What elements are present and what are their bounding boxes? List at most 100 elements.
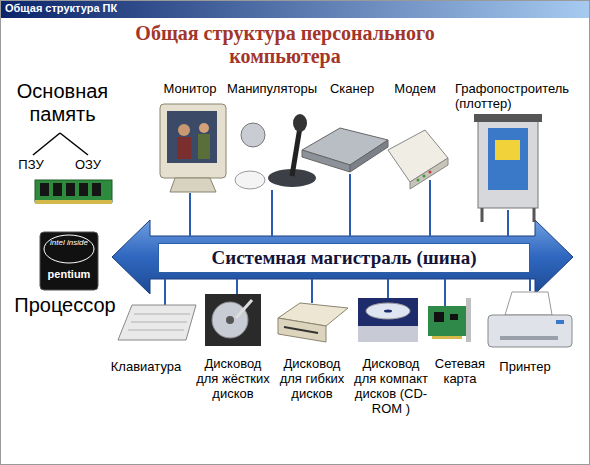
hard-disk-icon-part bbox=[226, 316, 234, 324]
hard-disk-icon-part bbox=[212, 302, 248, 338]
cd-drive-icon-part bbox=[358, 298, 418, 342]
modem-icon-part bbox=[388, 130, 448, 182]
ram-module-part bbox=[66, 183, 75, 196]
bus-connection-lines-part bbox=[311, 279, 313, 303]
network-card-icon-part bbox=[450, 314, 458, 320]
memory-tree-lines-part bbox=[60, 133, 88, 155]
plotter-icon-part bbox=[478, 120, 538, 208]
bus-connection-lines-part bbox=[387, 279, 389, 298]
bus-connection-lines bbox=[165, 174, 530, 306]
floppy-drive-icon-part bbox=[284, 327, 318, 333]
printer-icon-part bbox=[488, 315, 572, 347]
floppy-drive-icon bbox=[278, 303, 348, 342]
processor-chip-part bbox=[44, 235, 94, 263]
ram-module-part bbox=[92, 183, 101, 196]
monitor-icon-part bbox=[199, 123, 209, 133]
cd-drive-icon-part bbox=[358, 326, 418, 342]
network-card-icon-part bbox=[432, 336, 462, 339]
bus-connection-lines-part bbox=[271, 190, 273, 236]
monitor-icon-part bbox=[170, 178, 216, 192]
network-card-icon-part bbox=[466, 298, 471, 342]
bus-connection-lines-part bbox=[164, 279, 166, 305]
ram-module-part bbox=[35, 180, 112, 202]
device-label: Сетевая карта bbox=[433, 357, 487, 387]
cd-drive-icon-part bbox=[366, 303, 410, 319]
ram-module-part bbox=[79, 183, 88, 196]
bus-label: Системная магистраль (шина) bbox=[212, 247, 477, 269]
cd-drive-icon bbox=[358, 298, 418, 342]
manipulators-icon-part bbox=[293, 114, 307, 132]
keyboard-icon-part bbox=[118, 305, 196, 340]
monitor-icon-part bbox=[177, 137, 191, 159]
monitor-icon-part bbox=[160, 104, 226, 178]
chip-logo: pentium bbox=[40, 268, 98, 281]
scanner-icon-part bbox=[350, 140, 388, 172]
title-bar bbox=[0, 0, 590, 18]
cd-drive-icon-part bbox=[384, 310, 392, 313]
ram-module bbox=[35, 180, 112, 204]
diagram-title: Общая структура персонального компьютера bbox=[100, 22, 470, 68]
device-label: Дисковод для гибких дисков bbox=[273, 357, 351, 402]
device-label: Дисковод для компакт дисков (CD-ROM ) bbox=[352, 357, 430, 417]
monitor-icon bbox=[160, 104, 226, 192]
scanner-icon-part bbox=[302, 150, 350, 172]
modem-icon-part bbox=[429, 171, 432, 174]
keyboard-icon bbox=[118, 305, 196, 340]
scanner-icon bbox=[302, 128, 388, 172]
memory-heading: Основная память bbox=[5, 80, 120, 126]
processor-chip bbox=[40, 232, 98, 290]
processor-label: Процессор bbox=[5, 294, 125, 317]
processor-chip-part bbox=[40, 232, 98, 290]
ram-module-part bbox=[35, 200, 112, 204]
device-label: Манипуляторы bbox=[220, 82, 324, 97]
printer-icon-part bbox=[505, 292, 552, 315]
plotter-icon bbox=[474, 114, 542, 222]
bus-connection-lines-part bbox=[429, 180, 431, 236]
modem-icon-part bbox=[423, 175, 426, 178]
printer-icon-part bbox=[500, 336, 558, 340]
network-card-icon bbox=[428, 298, 471, 342]
bus-connection-lines-part bbox=[529, 279, 531, 291]
network-card-icon-part bbox=[428, 306, 468, 336]
device-label: Клавиатура bbox=[104, 360, 188, 375]
network-card-icon-part bbox=[434, 312, 444, 322]
plotter-icon-part bbox=[474, 114, 542, 122]
window-title: Общая структура ПК bbox=[5, 2, 405, 15]
bus-connection-lines-part bbox=[444, 279, 446, 306]
modem-icon bbox=[388, 130, 448, 189]
plotter-icon-part bbox=[488, 128, 528, 190]
manipulators-icon-part bbox=[292, 127, 300, 176]
memory-type: ОЗУ bbox=[67, 158, 109, 173]
manipulators-icon-part bbox=[235, 171, 265, 189]
hard-disk-icon-part bbox=[236, 300, 252, 318]
device-label: Графопостроитель (плоттер) bbox=[455, 82, 583, 112]
ram-module-part bbox=[40, 183, 49, 196]
device-label: Сканер bbox=[322, 82, 382, 97]
hard-disk-icon bbox=[205, 294, 261, 346]
plotter-icon-part bbox=[533, 208, 536, 222]
memory-type: ПЗУ bbox=[10, 158, 52, 173]
monitor-icon-part bbox=[167, 111, 217, 163]
plotter-icon-part bbox=[481, 208, 484, 222]
manipulators-icon-part bbox=[241, 123, 265, 147]
bus-connection-lines-part bbox=[349, 174, 351, 236]
modem-icon-part bbox=[417, 179, 420, 182]
device-label: Монитор bbox=[145, 82, 235, 97]
bus-band: Системная магистраль (шина) bbox=[158, 243, 530, 273]
bus-connection-lines-part bbox=[189, 193, 191, 236]
plotter-icon-part bbox=[495, 140, 520, 160]
device-label: Дисковод для жёстких дисков bbox=[194, 357, 272, 402]
device-label: Принтер bbox=[490, 360, 560, 375]
printer-icon-part bbox=[556, 320, 564, 324]
device-label: Модем bbox=[387, 82, 443, 97]
modem-icon-part bbox=[410, 158, 448, 189]
memory-tree-lines bbox=[33, 133, 88, 155]
monitor-icon-part bbox=[178, 124, 190, 136]
keyboard-icon-part bbox=[128, 314, 190, 330]
memory-tree-lines-part bbox=[33, 133, 60, 155]
floppy-drive-icon-part bbox=[278, 318, 326, 342]
hard-disk-icon-part bbox=[205, 294, 261, 346]
ram-module-part bbox=[53, 183, 62, 196]
